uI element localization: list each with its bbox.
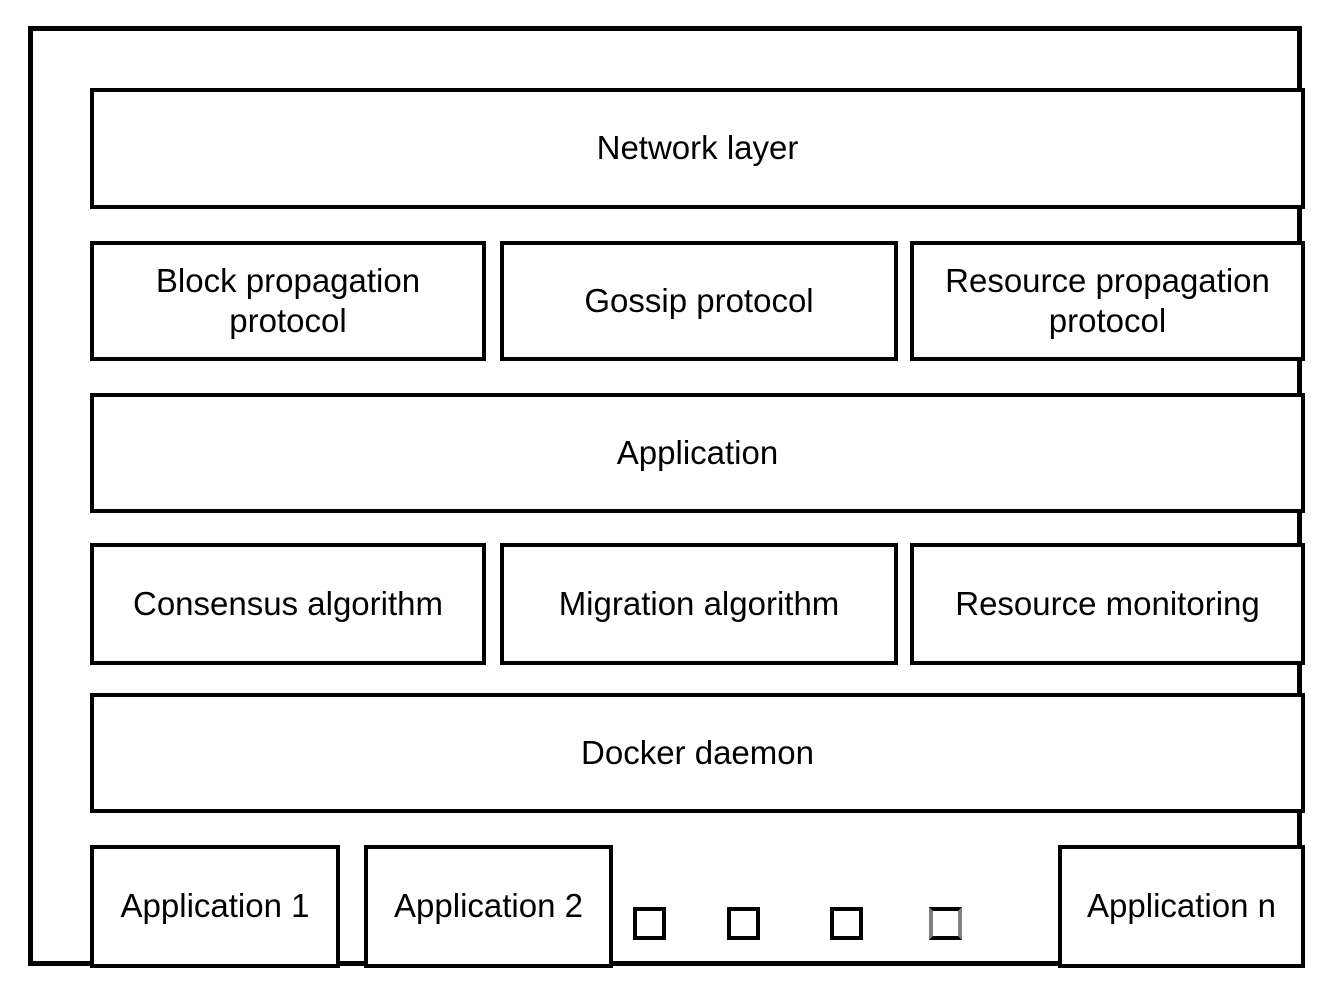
layer-box-resource-monitoring: Resource monitoring [910,543,1305,665]
layer-label-migration-algorithm: Migration algorithm [558,584,840,622]
layer-label-docker-daemon: Docker daemon [581,733,814,771]
layer-box-application-n: Application n [1058,845,1305,968]
ellipsis-square-icon [830,907,863,940]
ellipsis-square-icon [727,907,760,940]
layer-label-application-n: Application n [1087,887,1276,925]
layer-box-gossip-protocol: Gossip protocol [500,241,898,361]
layer-box-application: Application [90,393,1305,513]
layer-label-resource-propagation-protocol: Resource propagation protocol [945,261,1270,339]
layer-label-application-1: Application 1 [120,887,310,925]
layer-label-resource-monitoring: Resource monitoring [955,584,1260,622]
layer-label-network: Network layer [596,129,799,167]
diagram-outer-frame: Network layer Block propagation protocol… [28,26,1305,968]
layer-box-network: Network layer [90,88,1305,209]
layer-box-block-propagation-protocol: Block propagation protocol [90,241,486,361]
layer-label-gossip-protocol: Gossip protocol [584,281,814,319]
ellipsis-square-icon [929,907,962,940]
layer-label-block-propagation-protocol: Block propagation protocol [155,261,421,339]
layer-label-consensus-algorithm: Consensus algorithm [133,584,443,622]
layer-box-resource-propagation-protocol: Resource propagation protocol [910,241,1305,361]
layer-label-application: Application [616,433,779,471]
layer-box-application-2: Application 2 [364,845,613,968]
ellipsis-square-icon [633,907,666,940]
layer-box-application-1: Application 1 [90,845,340,968]
layer-box-migration-algorithm: Migration algorithm [500,543,898,665]
layer-label-application-2: Application 2 [394,887,583,925]
layer-box-consensus-algorithm: Consensus algorithm [90,543,486,665]
layer-box-docker-daemon: Docker daemon [90,693,1305,813]
